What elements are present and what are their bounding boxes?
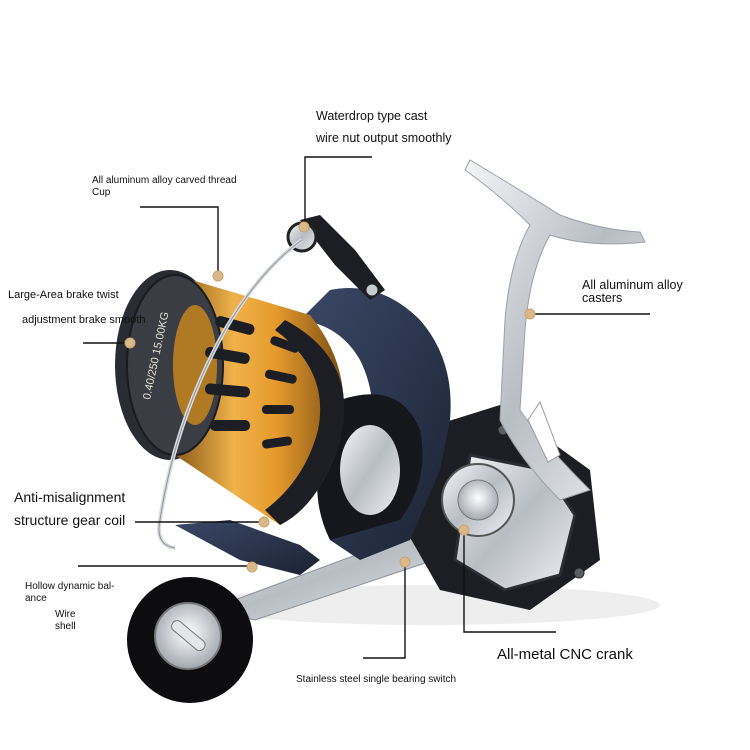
gear-coil-label-line2: structure gear coil <box>14 512 126 528</box>
main-shaft-chrome <box>340 425 400 515</box>
gear-coil-label-line1: Anti-misalignment <box>14 489 126 505</box>
brake-label-line1: Large-Area brake twist <box>8 289 119 301</box>
casters-label-line1: All aluminum alloy <box>582 278 683 292</box>
bail-screw <box>365 283 379 297</box>
wire-shell-label-line2: shell <box>55 621 76 632</box>
casters-label-line2: casters <box>582 291 623 305</box>
thread-cup-label-line2: Cup <box>92 187 111 198</box>
screw-icon <box>573 567 585 579</box>
bearing-switch-label: Stainless steel single bearing switch <box>296 674 457 685</box>
cnc-crank-label: All-metal CNC crank <box>497 646 633 663</box>
waterdrop-label-line2: wire nut output smoothly <box>316 131 452 145</box>
silver-caster-arm <box>464 159 646 501</box>
brake-label-line2: adjustment brake smooth <box>22 314 146 326</box>
leader-lines <box>78 156 650 659</box>
callout-dots <box>124 221 536 573</box>
hollow-balance-label-line1: Hollow dynamic bal- <box>25 581 115 592</box>
caster-slot <box>527 400 561 463</box>
handle-knob <box>127 577 253 703</box>
bail-base <box>175 520 320 575</box>
spool <box>115 270 345 525</box>
bail-arm <box>300 215 385 300</box>
waterdrop-label-line1: Waterdrop type cast <box>316 109 428 123</box>
thread-cup-label-line1: All aluminum alloy carved thread <box>92 175 237 186</box>
wire-shell-label-line1: Wire <box>55 609 76 620</box>
hollow-balance-label-line2: ance <box>25 593 47 604</box>
